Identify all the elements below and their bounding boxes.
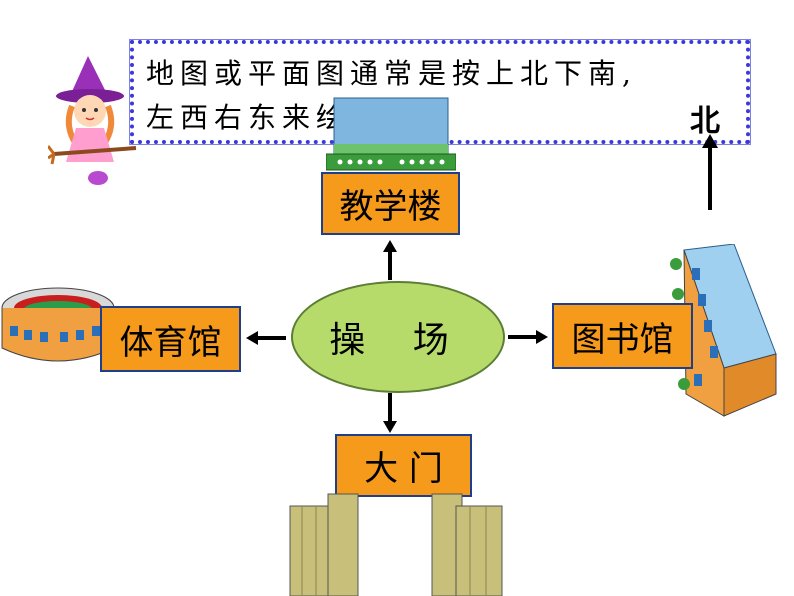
library-illustration	[670, 244, 777, 417]
north-label: 北	[690, 104, 720, 139]
node-main-gate: 大 门	[335, 434, 472, 497]
node-playground: 操 场	[291, 281, 505, 393]
node-gymnasium: 体育馆	[100, 306, 241, 372]
arrow-down	[383, 393, 397, 433]
stadium-illustration	[1, 287, 115, 362]
arrow-up	[383, 240, 397, 280]
node-teaching-building: 教学楼	[321, 172, 460, 235]
arrow-right	[508, 330, 548, 344]
arrow-left	[246, 331, 286, 345]
teaching-building-illustration	[326, 97, 456, 171]
gate-illustration	[289, 493, 503, 596]
north-arrow	[702, 134, 718, 210]
note-line-1: 地图或平面图通常是按上北下南,	[146, 57, 637, 90]
node-library: 图书馆	[552, 303, 693, 369]
witch-illustration	[48, 56, 137, 185]
